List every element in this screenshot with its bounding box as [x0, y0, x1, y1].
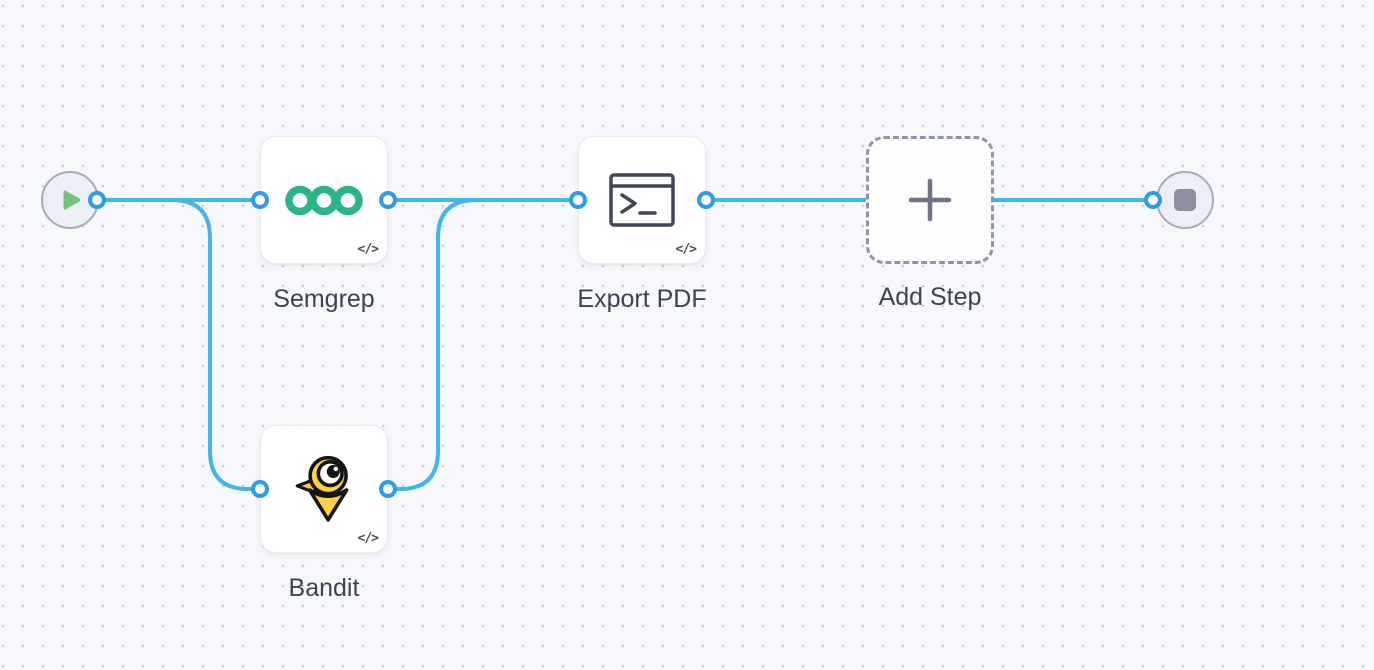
port-end-input[interactable] — [1144, 191, 1162, 209]
semgrep-logo — [285, 185, 363, 215]
code-badge-icon: </> — [357, 531, 380, 546]
step-node-semgrep[interactable]: </> — [260, 136, 388, 264]
end-node[interactable] — [1156, 171, 1214, 229]
play-icon — [63, 190, 80, 210]
code-badge-icon: </> — [357, 242, 380, 257]
port-export-output[interactable] — [697, 191, 715, 209]
port-bandit-output[interactable] — [379, 480, 397, 498]
port-semgrep-input[interactable] — [251, 191, 269, 209]
port-export-input[interactable] — [569, 191, 587, 209]
port-start-output[interactable] — [88, 191, 106, 209]
step-node-bandit[interactable]: </> — [260, 425, 388, 553]
port-bandit-input[interactable] — [251, 480, 269, 498]
stop-icon — [1174, 189, 1196, 211]
node-label-export-pdf: Export PDF — [577, 285, 707, 313]
terminal-icon — [609, 173, 675, 227]
step-node-export-pdf[interactable]: </> — [578, 136, 706, 264]
edge-start-bandit[interactable] — [95, 198, 262, 491]
node-label-bandit: Bandit — [288, 574, 360, 602]
plus-icon — [908, 178, 952, 222]
code-badge-icon: </> — [675, 242, 698, 257]
port-semgrep-output[interactable] — [379, 191, 397, 209]
node-label-add-step: Add Step — [878, 283, 982, 311]
bandit-logo — [295, 455, 349, 522]
add-step-node[interactable] — [866, 136, 994, 264]
node-label-semgrep: Semgrep — [273, 285, 375, 313]
edge-bandit-export[interactable] — [386, 198, 580, 491]
